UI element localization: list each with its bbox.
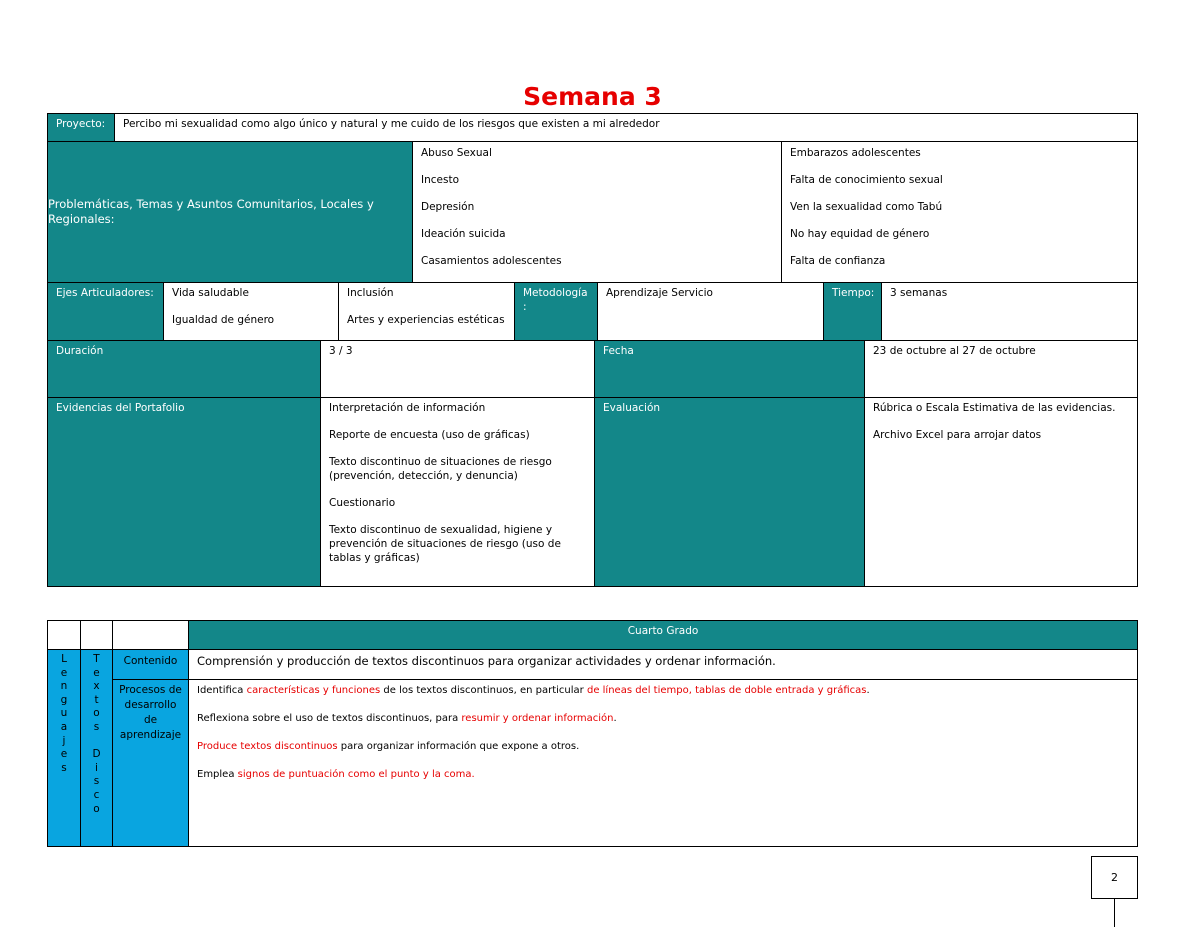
evidencia-item: Reporte de encuesta (uso de gráficas) (329, 429, 530, 441)
fecha-label: Fecha (594, 340, 865, 398)
page-number-stem (1114, 898, 1115, 927)
vertical-letter: o (93, 707, 100, 720)
problematica-item: Embarazos adolescentes (790, 147, 921, 159)
evaluacion-item: Archivo Excel para arrojar datos (873, 429, 1042, 441)
metodologia-label-cell: Metodología : (514, 282, 598, 341)
pda-highlight: características y funciones (246, 685, 381, 696)
vertical-letter: D (92, 748, 101, 761)
evidencia-item: Texto discontinuo de situaciones de ries… (329, 456, 552, 482)
vertical-letter: e (60, 666, 68, 679)
grado-header: Cuarto Grado (188, 620, 1138, 650)
pda-highlight: resumir y ordenar información (461, 713, 614, 724)
pda-text: . (866, 685, 870, 696)
pda-highlight: de líneas del tiempo, tablas de doble en… (586, 685, 867, 696)
eje-item: Igualdad de género (172, 314, 275, 326)
evidencia-item: Texto discontinuo de sexualidad, higiene… (329, 524, 561, 564)
fecha-value: 23 de octubre al 27 de octubre (864, 340, 1138, 398)
vertical-letter: t (94, 693, 99, 706)
problematica-item: Falta de confianza (790, 255, 886, 267)
ejes-label: Ejes Articuladores: (47, 282, 164, 341)
vertical-letter: g (60, 693, 68, 706)
vertical-letter: s (93, 720, 100, 733)
evidencia-item: Cuestionario (329, 497, 396, 509)
pda-item: Produce textos discontinuos para organiz… (197, 740, 1129, 754)
pda-text: Emplea (197, 769, 238, 780)
page-number: 2 (1111, 871, 1118, 884)
eje-item: Inclusión (347, 287, 394, 299)
header-empty-cell (47, 620, 81, 650)
procesos-label: Procesos de desarrollo de aprendizaje (112, 679, 189, 847)
pda-item: Emplea signos de puntuación como el punt… (197, 768, 1129, 782)
contenido-label: Contenido (112, 649, 189, 680)
vertical-letter: c (93, 788, 100, 801)
page-number-box: 2 (1091, 856, 1138, 899)
evaluacion-list: Rúbrica o Escala Estimativa de las evide… (864, 397, 1138, 587)
vertical-letter: L (61, 653, 67, 665)
problematica-item: Abuso Sexual (421, 147, 492, 159)
problematicas-label: Problemáticas, Temas y Asuntos Comunitar… (48, 197, 374, 226)
pda-text: Identifica (197, 685, 247, 696)
header-empty-cell (80, 620, 113, 650)
evidencias-list: Interpretación de información Reporte de… (320, 397, 595, 587)
metodologia-value: Aprendizaje Servicio (597, 282, 824, 341)
pda-highlight: Produce textos discontinuos (197, 741, 338, 752)
vertical-letter: s (61, 761, 67, 774)
duracion-value: 3 / 3 (320, 340, 595, 398)
evaluacion-item: Rúbrica o Escala Estimativa de las evide… (873, 402, 1116, 414)
vertical-letter: e (60, 748, 68, 761)
problematica-item: Depresión (421, 201, 475, 213)
evidencia-item: Interpretación de información (329, 402, 486, 414)
duracion-label: Duración (47, 340, 321, 398)
vertical-letter: o (93, 802, 100, 815)
contenido-text: Comprensión y producción de textos disco… (188, 649, 1138, 680)
vertical-letter: T (93, 653, 100, 665)
problematica-item: Ven la sexualidad como Tabú (790, 201, 943, 213)
vertical-letter: x (93, 680, 100, 693)
tiempo-value: 3 semanas (881, 282, 1138, 341)
header-empty-cell (112, 620, 189, 650)
page-title: Semana 3 (523, 82, 662, 111)
ejes-col1: Vida saludable Igualdad de género (163, 282, 339, 341)
eje-item: Artes y experiencias estéticas (347, 314, 505, 326)
pda-highlight: signos de puntuación como el punto y la … (237, 769, 475, 780)
vertical-letter: s (93, 775, 100, 788)
problematica-item: Ideación suicida (421, 228, 506, 240)
problematica-item: Falta de conocimiento sexual (790, 174, 943, 186)
pda-item: Reflexiona sobre el uso de textos discon… (197, 712, 1129, 726)
pda-text: Reflexiona sobre el uso de textos discon… (197, 713, 462, 724)
evidencias-label: Evidencias del Portafolio (47, 397, 321, 587)
vertical-letter: j (62, 734, 66, 747)
ejes-col2: Inclusión Artes y experiencias estéticas (338, 282, 515, 341)
vertical-letter: u (60, 707, 68, 720)
evaluacion-label: Evaluación (594, 397, 865, 587)
vertical-letter: e (93, 666, 100, 679)
procesos-list: Identifica características y funciones d… (188, 679, 1138, 847)
problematicas-col2: Embarazos adolescentes Falta de conocimi… (781, 141, 1138, 283)
pda-text: para organizar información que expone a … (337, 741, 580, 752)
pda-text: . (613, 713, 617, 724)
metodologia-label: Metodología (523, 287, 588, 299)
metodologia-colon: : (523, 301, 527, 313)
vertical-letter: i (95, 761, 98, 774)
problematicas-col1: Abuso Sexual Incesto Depresión Ideación … (412, 141, 782, 283)
vertical-letter: a (60, 720, 68, 733)
pda-item: Identifica características y funciones d… (197, 684, 1129, 698)
proyecto-label: Proyecto: (47, 113, 115, 142)
tiempo-label: Tiempo: (823, 282, 882, 341)
vertical-letter: n (60, 680, 68, 693)
vertical-letter (81, 735, 112, 749)
proyecto-text: Percibo mi sexualidad como algo único y … (114, 113, 1138, 142)
eje-item: Vida saludable (172, 287, 249, 299)
pda-text: de los textos discontinuos, en particula… (380, 685, 587, 696)
problematica-item: Casamientos adolescentes (421, 255, 562, 267)
problematicas-label-cell: Problemáticas, Temas y Asuntos Comunitar… (47, 141, 413, 283)
problematica-item: No hay equidad de género (790, 228, 930, 240)
problematica-item: Incesto (421, 174, 459, 186)
